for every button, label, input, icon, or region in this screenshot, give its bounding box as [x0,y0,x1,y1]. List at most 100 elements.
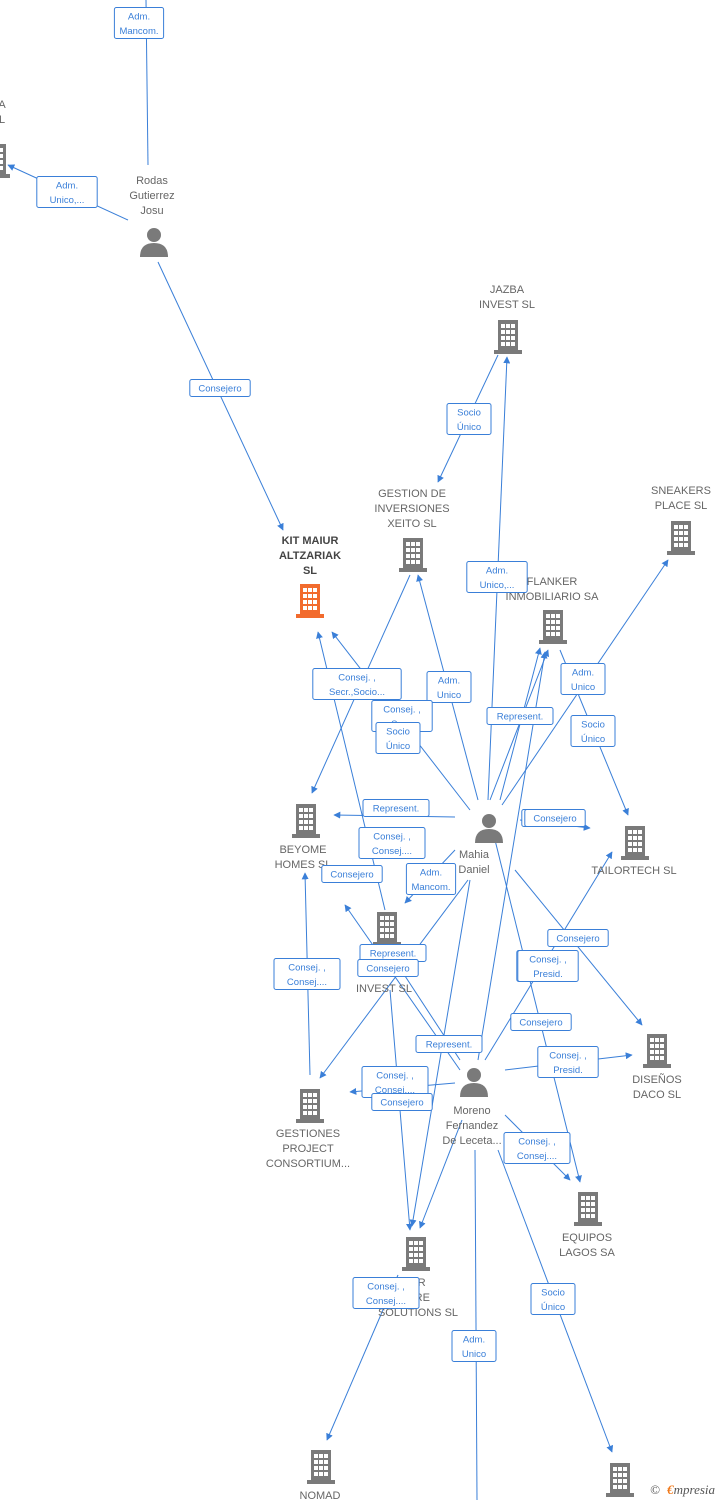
building-icon [621,826,649,860]
edge-label[interactable]: Consej. ,Consej.... [358,827,426,859]
edge-label-box [358,827,426,859]
edge-label-box [113,7,165,39]
edge-label-text: Consejero [366,964,409,975]
edge-label[interactable]: Adm.Unico,... [466,561,528,593]
edge-label[interactable]: Adm.Unico [560,663,606,695]
node-bottom-right[interactable] [606,1463,634,1497]
edge-label-text: Consej. ,Consej.... [372,832,412,858]
person-icon [460,1068,488,1097]
edge-label[interactable]: Consej. ,Consej.... [352,1277,420,1309]
edge-label[interactable]: Adm.Unico,... [36,176,98,208]
edge-label-box [517,950,579,982]
edge-label[interactable]: Adm.Mancom. [405,863,457,895]
edge-label-box [486,707,554,725]
edge-label[interactable]: Consej. ,Consej.... [361,1066,429,1098]
node-tailortech[interactable]: TAILORTECH SL [591,826,677,877]
edge-label-text: Consej. ,Consej.... [366,1282,406,1308]
building-icon [539,610,567,644]
node-invest-sl[interactable]: INVEST SL [356,912,412,995]
edge-label[interactable]: Consej. ,Presid. [517,950,579,982]
edge-label-box [36,176,98,208]
edge-label-text: Consej. ,Consej.... [375,1071,415,1097]
edge-line [319,879,469,1079]
edge-label[interactable]: Consej. ,Consej.... [273,958,341,990]
edge-label[interactable]: Consejero [524,809,586,827]
edge-label[interactable]: Adm.Unico [426,671,472,703]
building-icon [296,1089,324,1123]
brand-watermark: © €mpresia [650,1482,716,1497]
edge-label[interactable]: Consejero [189,379,251,397]
edge-label-text: Consej. ,Secr.,Socio... [329,673,385,699]
edge-line [419,1119,463,1229]
edge-label[interactable]: Consejero [357,959,419,977]
edge-label[interactable]: Adm.Mancom. [113,7,165,39]
edge-label[interactable]: Consejero [321,865,383,883]
edge-label-text: Represent. [426,1040,472,1051]
edge-label-box [405,863,457,895]
edge-label-text: Represent. [497,712,543,723]
edge-label-box [570,715,616,747]
edge-label-box [524,809,586,827]
edge-label[interactable]: Represent. [415,1035,483,1053]
building-icon [307,1450,335,1484]
edge-label-text: Adm.Unico [437,676,461,702]
edge-label[interactable]: Consejero [371,1093,433,1111]
edge-label[interactable]: Consej. ,Secr.,Socio... [312,668,402,700]
building-icon [402,1237,430,1271]
building-icon [667,521,695,555]
edge-label-text: Consejero [533,814,576,825]
edge-label[interactable]: Consejero [510,1013,572,1031]
edge-label-text: Adm.Unico [571,668,595,694]
edge-label-box [466,561,528,593]
brand-rest: mpresia [674,1482,716,1497]
brand-first-letter: € [666,1482,674,1497]
edge-label-text: Consejero [198,384,241,395]
edge-label-text: Adm.Mancom. [119,12,158,38]
edge-label[interactable]: Consejero [547,929,609,947]
edge-label-box [530,1283,576,1315]
edge-label-box [321,865,383,883]
edge-label-box [560,663,606,695]
svg-text:© €mpresia: © €mpresia [650,1482,716,1497]
edge-label[interactable]: Represent. [359,944,427,962]
edge-label-text: Consejero [519,1018,562,1029]
building-icon [0,144,10,178]
person-icon [475,814,503,843]
node-nomad[interactable]: NOMAD [300,1450,341,1500]
edge-label[interactable]: Consej. ,Consej.... [503,1132,571,1164]
edge-label[interactable]: Represent. [362,799,430,817]
edge-label[interactable]: Adm.Unico [451,1330,497,1362]
edge-label-box [426,671,472,703]
edge-label-text: Consejero [556,934,599,945]
edge-label-box [446,403,492,435]
building-icon [399,538,427,572]
edge-label[interactable]: Consej. ,Presid. [537,1046,599,1078]
edge-label[interactable]: Represent. [486,707,554,725]
